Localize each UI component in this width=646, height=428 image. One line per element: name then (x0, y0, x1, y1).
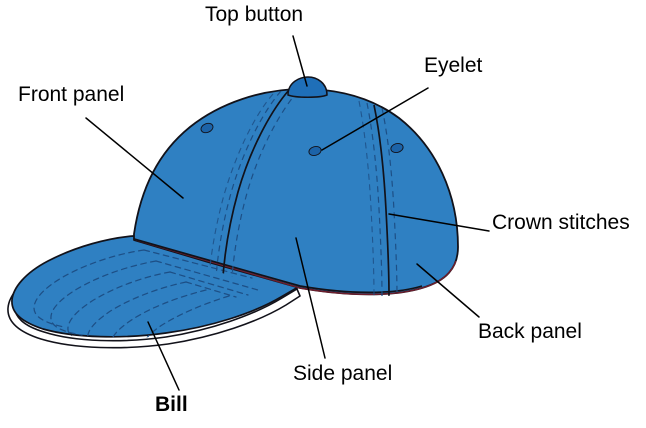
bill-stitch-lines (33, 249, 230, 339)
leader-bill (147, 321, 180, 391)
side-back-seam-dash-right (381, 107, 398, 296)
bill-stitch-row (143, 249, 253, 279)
eyelet-front-icon (200, 122, 214, 134)
label-side-panel: Side panel (293, 362, 393, 385)
top-button-shape (287, 76, 328, 98)
bill-stitch-row (155, 260, 259, 291)
bill-group (7, 235, 301, 349)
bill-stitch-row (169, 271, 249, 296)
label-front-panel: Front panel (18, 83, 125, 106)
front-side-seam (207, 90, 299, 295)
leader-side-panel (295, 237, 326, 359)
leader-crown-stitches (388, 213, 490, 232)
label-top-button: Top button (205, 3, 304, 26)
side-back-seam-dash-left (366, 102, 383, 297)
label-back-panel: Back panel (478, 320, 582, 343)
eyelet-side-icon (308, 145, 322, 157)
side-back-seam-solid (373, 104, 390, 297)
bill-stitch-row (142, 295, 230, 339)
bill-stitch-row (67, 271, 171, 339)
crown-lower-edge-accent (135, 239, 457, 296)
leader-lines (85, 35, 490, 391)
leader-front-panel (85, 117, 184, 199)
crown-group (133, 76, 459, 297)
side-back-seam-dash-outer (358, 100, 375, 297)
leader-eyelet (321, 87, 429, 151)
label-bill: Bill (155, 393, 188, 416)
bill-shape (11, 235, 301, 338)
bill-stitch-row (33, 249, 145, 328)
bill-stitch-row (110, 289, 207, 339)
bill-stitch-lines-right (143, 249, 259, 298)
bill-stitch-row (87, 281, 187, 339)
crown-lower-edge (133, 238, 423, 294)
leader-back-panel (416, 263, 480, 318)
eyelet-back-icon (390, 143, 404, 153)
label-eyelet: Eyelet (424, 54, 483, 77)
front-side-seam-solid (221, 90, 290, 295)
bill-stitch-row (50, 260, 157, 336)
leader-top-button (292, 35, 308, 87)
bill-stitch-row (185, 281, 237, 298)
side-back-seam (358, 100, 398, 297)
label-crown-stitches: Crown stitches (492, 211, 630, 234)
